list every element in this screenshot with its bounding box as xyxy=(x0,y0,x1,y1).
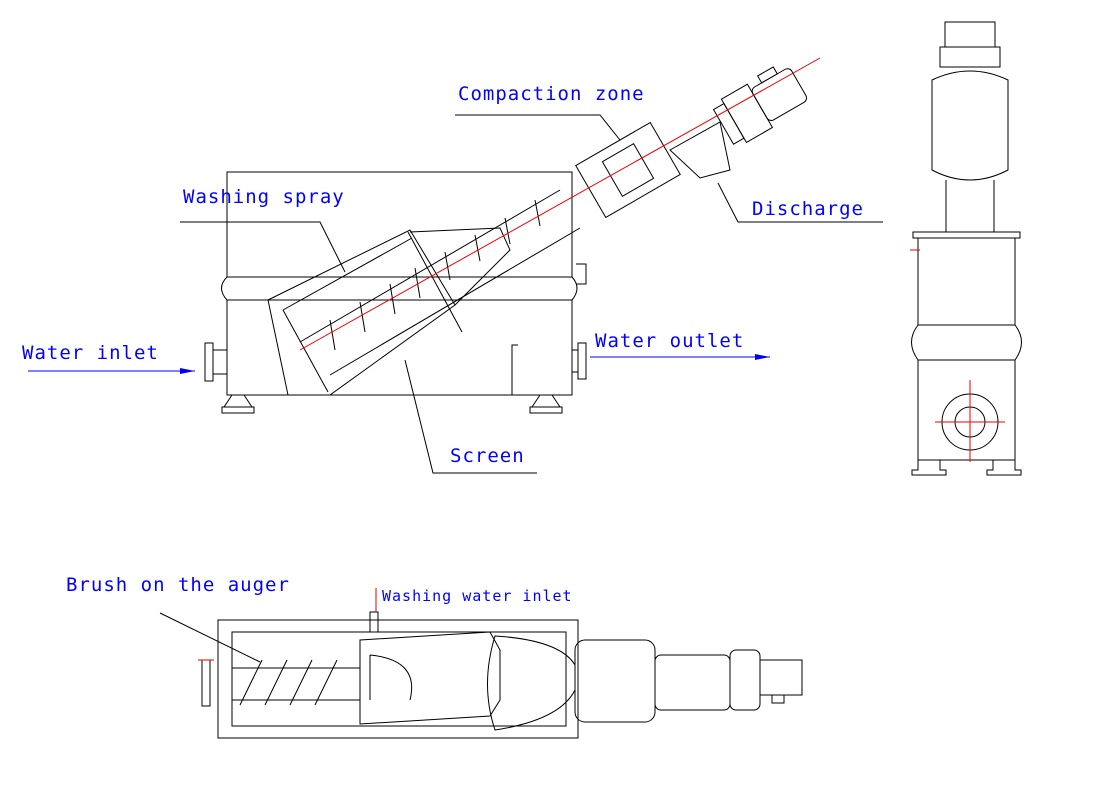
auger-shaft-top xyxy=(232,667,360,701)
neck xyxy=(945,180,995,232)
label-screen: Screen xyxy=(450,445,525,467)
auger-centerline xyxy=(299,57,821,351)
compaction-leader xyxy=(455,114,621,141)
label-brush-on-auger: Brush on the auger xyxy=(66,574,290,596)
label-water-outlet: Water outlet xyxy=(595,330,744,352)
inlet-flange-top xyxy=(201,659,211,707)
label-discharge: Discharge xyxy=(752,198,864,220)
tank-lower xyxy=(226,299,573,396)
label-washing-water-inlet: Washing water inlet xyxy=(382,587,573,605)
screen-housing xyxy=(267,229,456,396)
outlet-flange xyxy=(577,342,587,380)
transition-cone xyxy=(409,227,511,306)
screen-leader xyxy=(404,359,537,474)
gearbox-top xyxy=(574,639,656,723)
flange-plate xyxy=(407,231,463,333)
washing-inlet-nozzle xyxy=(369,611,379,633)
label-washing-spray: Washing spray xyxy=(183,186,345,208)
spray-leader xyxy=(180,221,346,273)
motor-fan xyxy=(944,21,996,48)
brush-flights xyxy=(239,659,338,706)
brush-leader xyxy=(159,612,261,663)
end-view xyxy=(910,21,1022,476)
inlet-flange xyxy=(204,342,214,382)
auger-flights xyxy=(329,199,541,351)
auger-tube xyxy=(299,189,581,376)
label-water-inlet: Water inlet xyxy=(22,342,159,364)
overflow-pipe xyxy=(511,344,518,395)
discharge-leader xyxy=(717,182,883,223)
side-view xyxy=(28,57,883,474)
discharge-chute xyxy=(669,121,731,179)
motor-body xyxy=(931,70,1009,181)
tank-feet xyxy=(221,394,563,414)
compaction-cone xyxy=(487,635,576,731)
motor-gearbox xyxy=(712,66,808,145)
top-view xyxy=(159,588,803,739)
valve xyxy=(576,263,587,285)
compaction-box xyxy=(575,121,681,219)
label-compaction-zone: Compaction zone xyxy=(458,83,645,105)
